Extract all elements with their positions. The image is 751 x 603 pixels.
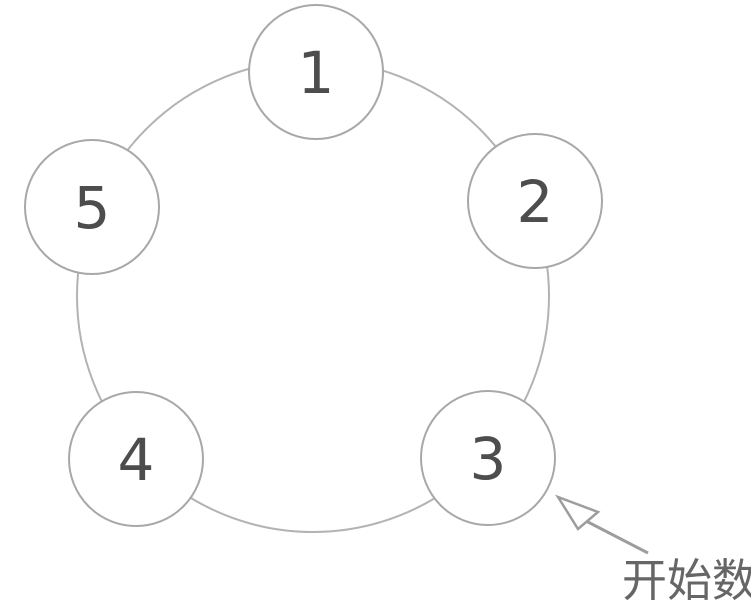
start-arrow-head-icon xyxy=(554,494,601,531)
node-5-label: 5 xyxy=(74,174,111,242)
node-1-circle xyxy=(248,4,384,140)
node-5-circle xyxy=(24,139,160,275)
start-arrow xyxy=(554,494,649,555)
node-1-label: 1 xyxy=(298,39,335,107)
node-4-circle xyxy=(68,391,204,527)
node-2-label: 2 xyxy=(517,168,554,236)
node-4: 4 xyxy=(68,391,204,527)
node-2: 2 xyxy=(467,133,603,269)
start-annotation-label: 开始数 xyxy=(622,554,751,603)
start-arrow-shaft xyxy=(585,519,649,555)
node-1: 1 xyxy=(248,4,384,140)
node-3-circle xyxy=(420,390,556,526)
node-5: 5 xyxy=(24,139,160,275)
node-4-label: 4 xyxy=(118,426,155,494)
node-3: 3 xyxy=(420,390,556,526)
node-3-label: 3 xyxy=(470,425,507,493)
node-2-circle xyxy=(467,133,603,269)
